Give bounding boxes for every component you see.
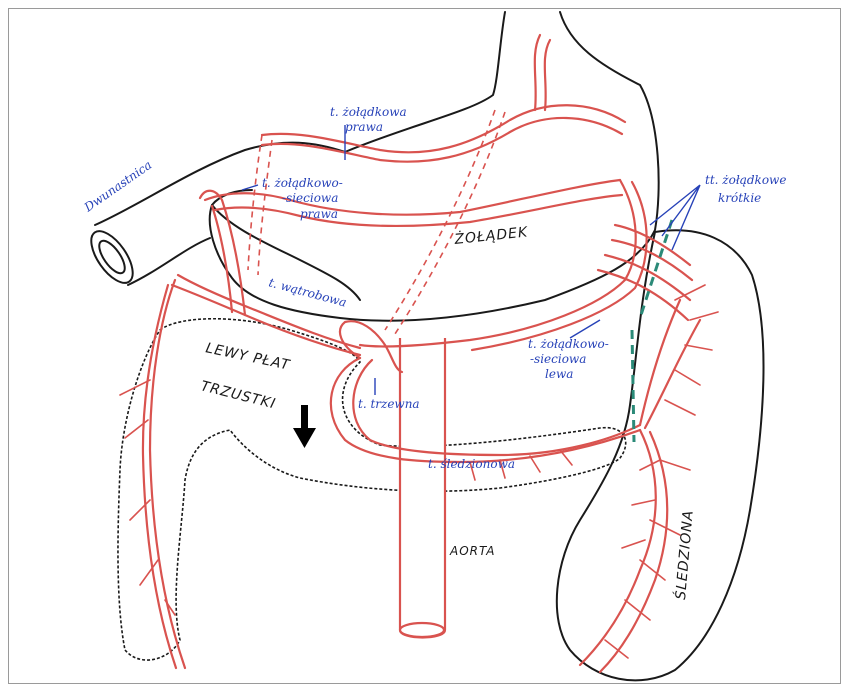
label-short-gastric-arteries: tt. żołądkowe krótkie <box>705 173 786 205</box>
down-arrow-icon <box>293 405 316 448</box>
label-celiac-trunk: t. trzewna <box>358 397 420 411</box>
svg-text:t. żołądkowa: t. żołądkowa <box>330 105 407 119</box>
label-pointers <box>242 125 700 395</box>
label-splenic-artery: t. śledzionowa <box>428 457 515 471</box>
label-duodenum: Dwunastnica <box>81 158 155 215</box>
svg-text:prawa: prawa <box>345 120 383 134</box>
aorta-vessel <box>400 338 445 638</box>
svg-text:LEWY PŁAT: LEWY PŁAT <box>204 340 292 374</box>
svg-text:-sieciowa: -sieciowa <box>530 352 586 366</box>
label-right-gastric-artery: t. żołądkowa prawa <box>330 105 407 134</box>
label-pancreas-left-lobe: LEWY PŁAT TRZUSTKI <box>199 340 292 412</box>
hepatic-artery <box>120 275 360 668</box>
label-hepatic-artery: t. wątrobowa <box>267 275 348 309</box>
svg-text:-sieciowa: -sieciowa <box>282 191 338 205</box>
svg-text:krótkie: krótkie <box>718 191 761 205</box>
svg-text:t. żołądkowo-: t. żołądkowo- <box>262 176 343 190</box>
label-left-gastroepiploic-artery: t. żołądkowo- -sieciowa lewa <box>528 337 609 381</box>
svg-text:t. żołądkowo-: t. żołądkowo- <box>528 337 609 351</box>
label-spleen: ŚLEDZIONA <box>671 509 697 600</box>
svg-text:TRZUSTKI: TRZUSTKI <box>199 378 277 412</box>
stomach <box>210 12 659 321</box>
svg-text:lewa: lewa <box>545 367 573 381</box>
svg-text:tt. żołądkowe: tt. żołądkowe <box>705 173 786 187</box>
label-aorta: AORTA <box>449 544 495 558</box>
label-right-gastroepiploic-artery: t. żołądkowo- -sieciowa prawa <box>262 176 343 221</box>
svg-text:prawa: prawa <box>300 207 338 221</box>
left-gastroepiploic-artery <box>360 180 647 350</box>
label-stomach: ŻOŁĄDEK <box>453 222 530 248</box>
